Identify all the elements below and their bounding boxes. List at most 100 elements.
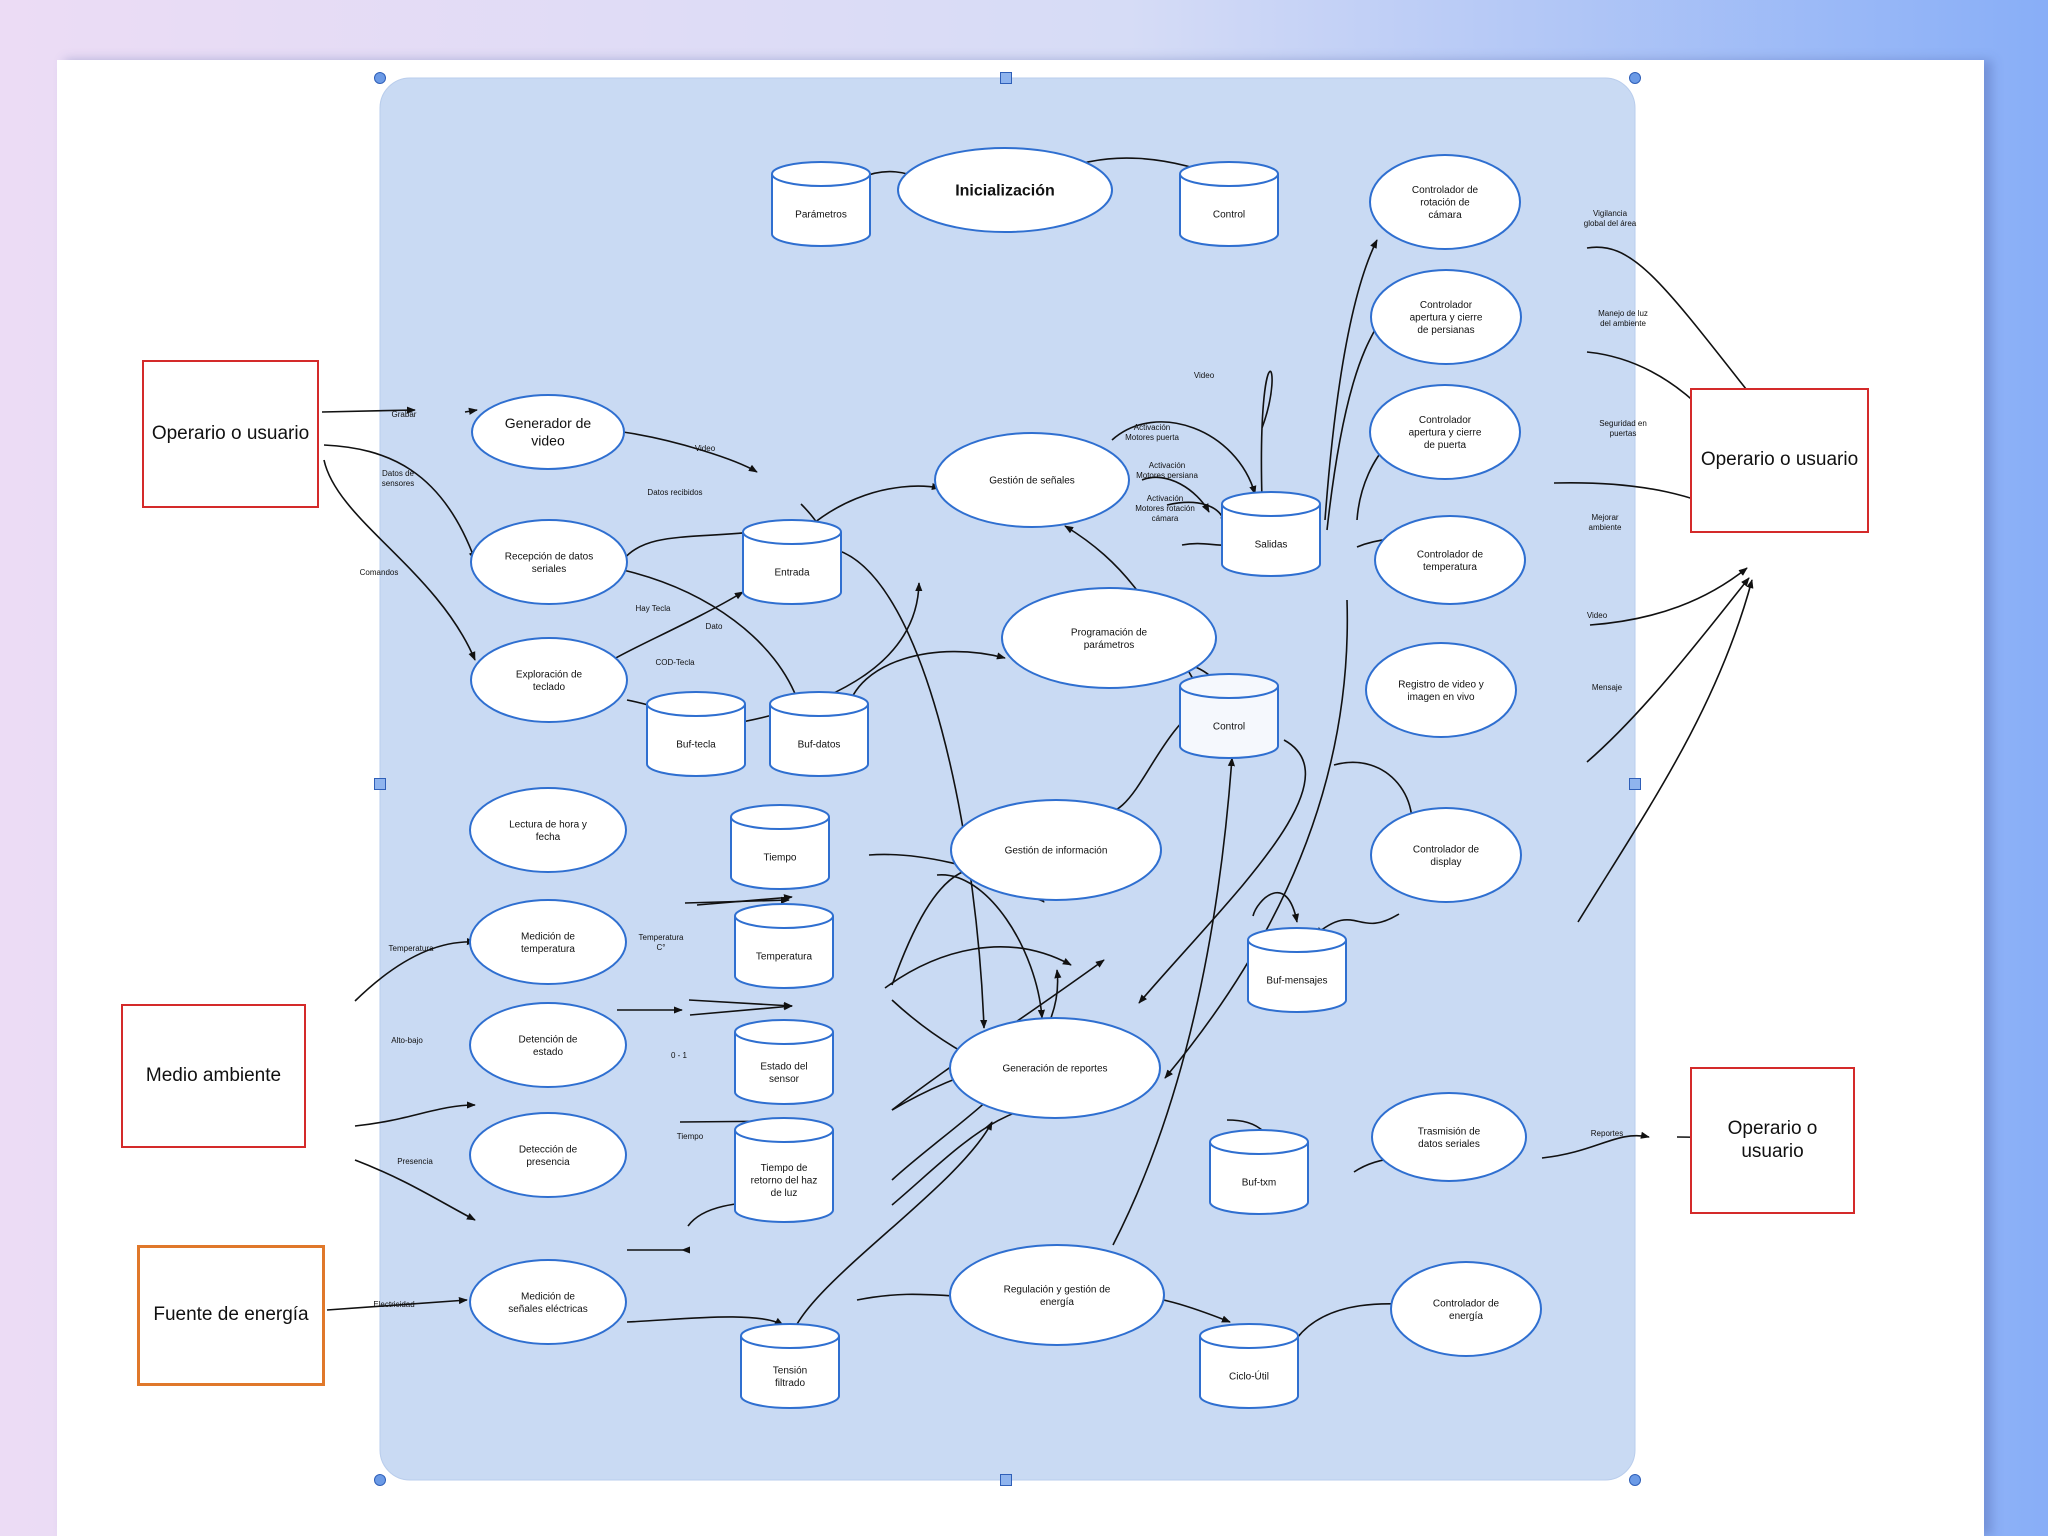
flow-arrow [354, 1101, 476, 1127]
flow-label-cero-uno-label: 0 - 1 [671, 1051, 688, 1060]
flow-label-grabar: Grabar [392, 410, 417, 419]
flow-arrow [1111, 421, 1257, 495]
flow-arrow [626, 1316, 784, 1326]
flow-arrow [323, 444, 476, 561]
store-buf-tecla-label: Buf-tecla [676, 740, 716, 751]
flow-label-temperatura-in: Temperatura [389, 944, 434, 953]
store-salidas: Salidas [1221, 491, 1321, 577]
flow-arrow [789, 1121, 993, 1343]
store-ciclo-util: Ciclo-Útil [1199, 1323, 1299, 1409]
flow-arrow [608, 591, 744, 663]
flow-label-cod-tecla: COD-Tecla [655, 658, 695, 667]
process-gestion-informacion: Gestión de información [950, 799, 1162, 901]
process-generacion-reportes: Generación de reportes [949, 1017, 1161, 1119]
flow-arrow [1164, 599, 1349, 1079]
flow-label-video-label: Video [695, 444, 716, 453]
selection-handle-top-right[interactable] [1629, 72, 1641, 84]
flow-arrow [622, 569, 800, 705]
flow-label-reportes-label: Reportes [1591, 1129, 1623, 1138]
selection-handle-bottom-right[interactable] [1629, 1474, 1641, 1486]
external-fuente-energia-label: Fuente de energía [153, 1304, 309, 1326]
flow-arrow [836, 549, 988, 1029]
store-control-top: Control [1179, 161, 1279, 247]
external-fuente-energia: Fuente de energía [137, 1245, 325, 1386]
selection-handle-top[interactable] [1000, 72, 1012, 84]
flow-arrow [1586, 246, 1788, 442]
external-medio-ambiente: Medio ambiente [121, 1004, 306, 1148]
external-operario-left-label: Operario o usuario [151, 422, 310, 444]
selection-handle-right[interactable] [1629, 778, 1641, 790]
flow-arrow [1577, 579, 1754, 923]
store-entrada: Entrada [742, 519, 842, 605]
flow-arrow [1324, 239, 1378, 521]
flow-arrow [1112, 757, 1235, 1246]
store-buf-mensajes: Buf-mensajes [1247, 927, 1347, 1013]
store-buf-datos: Buf-datos [769, 691, 869, 777]
store-ciclo-util-label: Ciclo-Útil [1229, 1370, 1269, 1383]
flow-label-hay-tecla: Hay Tecla [636, 604, 672, 613]
store-buf-txm: Buf-txm [1209, 1129, 1309, 1215]
store-buf-tecla: Buf-tecla [646, 691, 746, 777]
flow-label-alto-bajo-label: Alto-bajo [391, 1036, 423, 1045]
flow-arrow [622, 431, 758, 473]
store-buf-txm-label: Buf-txm [1242, 1178, 1276, 1189]
flow-label-electricidad-label: Electricidad [373, 1300, 414, 1309]
flow-label-cod-tecla-label: COD-Tecla [655, 658, 695, 667]
process-inicializacion-label: Inicialización [955, 183, 1055, 200]
selection-handle-bottom-left[interactable] [374, 1474, 386, 1486]
flow-label-video-right-label: Video [1587, 611, 1608, 620]
selection-handle-left[interactable] [374, 778, 386, 790]
flow-label-dato: Dato [706, 622, 723, 631]
selection-handle-bottom[interactable] [1000, 1474, 1012, 1486]
selection-handle-top-left[interactable] [374, 72, 386, 84]
flow-label-presencia-label: Presencia [397, 1157, 433, 1166]
external-operario-left: Operario o usuario [142, 360, 319, 508]
store-salidas-label: Salidas [1255, 540, 1288, 551]
flow-arrow [464, 407, 478, 415]
flow-label-comandos-label: Comandos [360, 568, 399, 577]
flow-arrow [1141, 476, 1210, 513]
flow-arrow [846, 650, 1006, 713]
flow-arrow [1252, 892, 1299, 923]
flow-arrow [354, 937, 476, 1002]
flow-label-mensaje: Mensaje [1592, 683, 1623, 692]
flow-arrow [1586, 577, 1750, 763]
store-parametros: Parámetros [771, 161, 871, 247]
